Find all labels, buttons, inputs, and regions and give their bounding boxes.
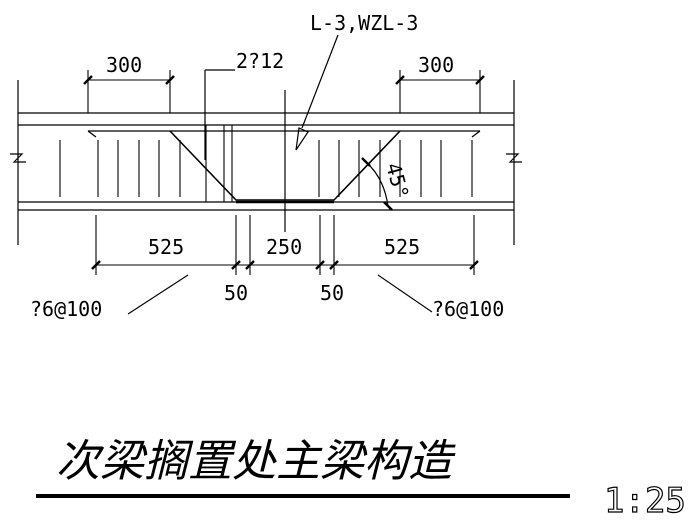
top-longitudinal-bar — [87, 130, 481, 138]
outer-extension-lines — [17, 80, 515, 245]
stirrups-right — [318, 140, 473, 197]
bottom-dimensions — [91, 215, 479, 275]
dim-bottom-right: 525 — [384, 235, 420, 259]
beam-label-leader — [295, 34, 339, 151]
dim-top-left: 300 — [106, 53, 142, 77]
stirrup-label-left: ?6@100 — [30, 297, 102, 321]
dim-gap-right: 50 — [320, 281, 344, 305]
stirrup-label-right: ?6@100 — [432, 297, 504, 321]
beam-id-label: L-3,WZL-3 — [310, 11, 418, 35]
dim-gap-left: 50 — [224, 281, 248, 305]
drawing-scale: 1:25 — [604, 481, 686, 521]
top-bar-label: 2?12 — [236, 49, 284, 73]
dim-bottom-mid: 250 — [266, 235, 302, 259]
top-dimensions — [83, 70, 485, 113]
stirrup-leaders — [127, 274, 433, 315]
main-beam-outline — [18, 112, 514, 211]
break-symbols — [10, 153, 522, 163]
angle-marker — [361, 157, 393, 211]
drawing-title: 次梁搁置处主梁构造 — [56, 436, 456, 487]
dim-top-right: 300 — [418, 53, 454, 77]
secondary-beam-marks — [204, 69, 286, 232]
dim-bottom-left: 525 — [148, 235, 184, 259]
stirrups-left — [59, 125, 233, 202]
